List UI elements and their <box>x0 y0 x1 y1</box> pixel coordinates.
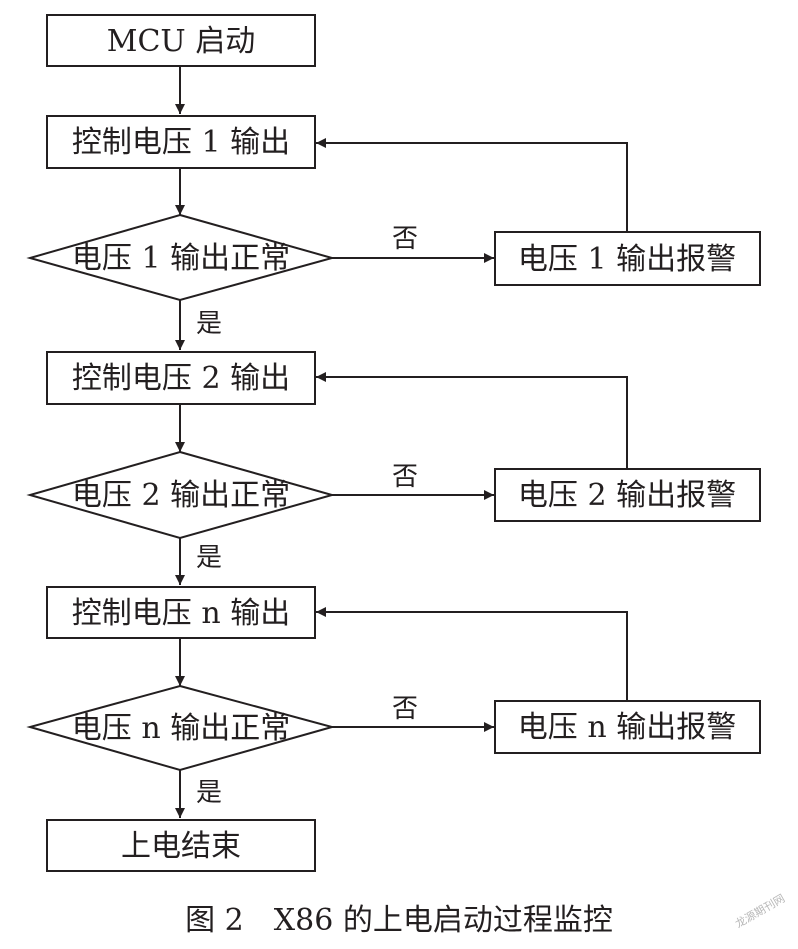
start-label: MCU 启动 <box>107 24 256 59</box>
ctrl-n-box <box>46 586 316 639</box>
alarm-2-box <box>494 468 761 522</box>
edge-label-no-n: 否 <box>392 694 418 724</box>
end-box <box>46 819 316 872</box>
check-2-label: 电压 2 输出正常 <box>72 478 290 513</box>
edge-label-yes-2: 是 <box>196 543 222 573</box>
alarm-1-label: 电压 1 输出报警 <box>518 242 736 277</box>
alarm-2-label: 电压 2 输出报警 <box>518 478 736 513</box>
check-1-label: 电压 1 输出正常 <box>72 241 290 276</box>
check-n-label: 电压 n 输出正常 <box>72 711 290 746</box>
ctrl-1-label: 控制电压 1 输出 <box>72 125 290 160</box>
alarm-n-label: 电压 n 输出报警 <box>518 710 736 745</box>
ctrl-n-label: 控制电压 n 输出 <box>72 596 290 631</box>
start-box <box>46 14 316 67</box>
edge-label-no-2: 否 <box>392 462 418 492</box>
ctrl-2-label: 控制电压 2 输出 <box>72 361 290 396</box>
check-n-diamond <box>26 684 336 772</box>
end-label: 上电结束 <box>121 829 241 864</box>
figure-caption: 图 2 X86 的上电启动过程监控 <box>185 903 613 938</box>
edge-label-no-1: 否 <box>392 224 418 254</box>
check-1-diamond <box>26 213 336 302</box>
edge-label-yes-1: 是 <box>196 309 222 339</box>
arrow-alarm-1-loop <box>316 138 628 232</box>
check-2-diamond <box>26 450 336 540</box>
alarm-1-box <box>494 231 761 286</box>
ctrl-1-box <box>46 115 316 169</box>
ctrl-2-box <box>46 351 316 405</box>
arrow-alarm-2-loop <box>316 372 628 469</box>
watermark: 龙源期刊网 <box>733 891 788 931</box>
arrow-alarm-n-loop <box>316 607 628 701</box>
alarm-n-box <box>494 700 761 754</box>
edge-label-yes-n: 是 <box>196 778 222 808</box>
